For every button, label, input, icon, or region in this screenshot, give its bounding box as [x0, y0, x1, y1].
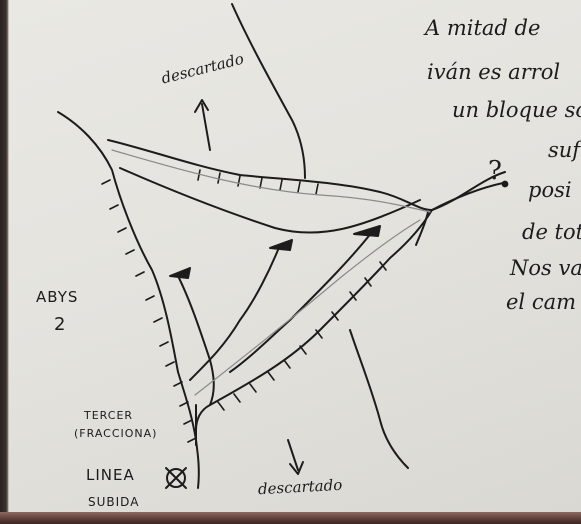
- top-ledge-hatch: [198, 170, 318, 194]
- anchor-left: [170, 268, 190, 278]
- right-edge: [196, 210, 432, 430]
- note-line-8: el cam: [506, 292, 576, 313]
- arrow-down-icon: [288, 440, 303, 474]
- note-line-5: posi: [528, 180, 572, 201]
- lower-wall-line: [196, 440, 199, 488]
- note-line-4: suf: [548, 140, 580, 161]
- pencil-line-2: [195, 220, 420, 395]
- abys-label: ABYS: [36, 290, 78, 305]
- note-line-3: un bloque so: [452, 100, 581, 121]
- top-ledge: [108, 140, 505, 210]
- note-line-1: A mitad de: [425, 18, 540, 39]
- descartado-bottom-label: descartado: [258, 478, 343, 497]
- upper-crack: [232, 4, 305, 178]
- anchor-middle: [270, 240, 292, 250]
- arrow-up-icon: [195, 100, 210, 150]
- note-line-6: de tot: [522, 222, 581, 243]
- note-line-2: iván es arrol: [427, 62, 560, 83]
- linea-label: LINEA: [86, 468, 135, 483]
- right-crack: [350, 330, 408, 468]
- anchor-right: [354, 226, 380, 236]
- right-edge-hatch: [218, 262, 386, 410]
- note-line-7: Nos va: [510, 258, 581, 279]
- crossed-circle-icon: [166, 468, 186, 488]
- abys-number: 2: [54, 316, 66, 334]
- route-line-left: [178, 276, 214, 405]
- notebook-bottom-edge: [0, 512, 581, 524]
- tercer-label: TERCER: [84, 410, 133, 421]
- pencil-line-1: [112, 150, 430, 212]
- route-line-middle: [190, 245, 280, 380]
- subida-label: SUBIDA: [88, 496, 139, 508]
- fraccion-label: (FRACCIONA): [74, 428, 157, 439]
- left-wall-hatch: [102, 180, 196, 442]
- question-mark: ?: [488, 158, 502, 184]
